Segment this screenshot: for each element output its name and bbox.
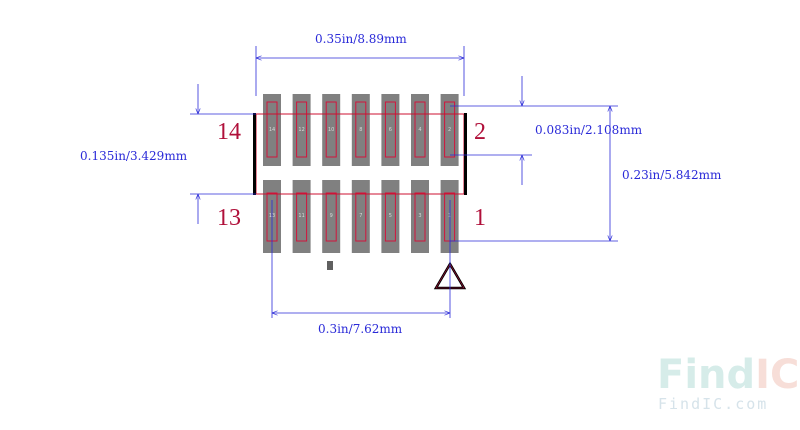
- pin-label-bottom-right: 1: [474, 205, 486, 231]
- pad-number: 5: [389, 213, 392, 219]
- silkscreen-left-bar: [253, 113, 256, 195]
- small-marker-square: [327, 261, 333, 270]
- pad-number: 8: [359, 127, 362, 133]
- dim-row-span: [450, 105, 618, 242]
- pin-label-bottom-left: 13: [217, 205, 241, 231]
- dim-pin-span-label: 0.3in/7.62mm: [318, 322, 403, 336]
- dim-pad-spacing: [450, 76, 532, 185]
- findic-url: FindIC.com: [658, 395, 768, 413]
- pad-8: 8: [351, 94, 370, 166]
- dim-total-width: [255, 46, 465, 96]
- pad-number: 6: [389, 127, 392, 133]
- dim-pad-length: [190, 84, 256, 224]
- pad-9: 9: [322, 180, 341, 253]
- pad-10: 10: [322, 94, 341, 166]
- pad-number: 14: [269, 127, 275, 133]
- pad-number: 12: [298, 127, 304, 133]
- pad-11: 11: [292, 180, 311, 253]
- pad-4: 4: [411, 94, 429, 166]
- pad-number: 10: [328, 127, 334, 133]
- dim-pad-length-label: 0.135in/3.429mm: [80, 149, 188, 163]
- pad-number: 4: [418, 127, 421, 133]
- dim-pin-span: [271, 200, 451, 318]
- dim-pad-spacing-label: 0.083in/2.108mm: [535, 123, 643, 137]
- pad-5: 5: [381, 180, 400, 253]
- pin-label-top-right: 2: [474, 119, 486, 145]
- pad-14: 14: [263, 94, 281, 166]
- pad-12: 12: [292, 94, 311, 166]
- pad-2: 2: [440, 94, 459, 166]
- pin-label-top-left: 14: [217, 119, 241, 145]
- silkscreen-right-bar: [464, 113, 467, 195]
- pad-3: 3: [411, 180, 429, 253]
- findic-logo: FindIC: [657, 352, 799, 398]
- pad-number: 9: [330, 213, 333, 219]
- pad-number: 2: [448, 127, 451, 133]
- svg-text:FindIC: FindIC: [657, 352, 799, 398]
- dim-row-span-label: 0.23in/5.842mm: [622, 168, 722, 182]
- pad-number: 7: [359, 213, 362, 219]
- pad-number: 3: [418, 213, 421, 219]
- pad-number: 11: [298, 213, 304, 219]
- pad-7: 7: [351, 180, 370, 253]
- dim-total-width-label: 0.35in/8.89mm: [315, 32, 407, 46]
- pad-6: 6: [381, 94, 400, 166]
